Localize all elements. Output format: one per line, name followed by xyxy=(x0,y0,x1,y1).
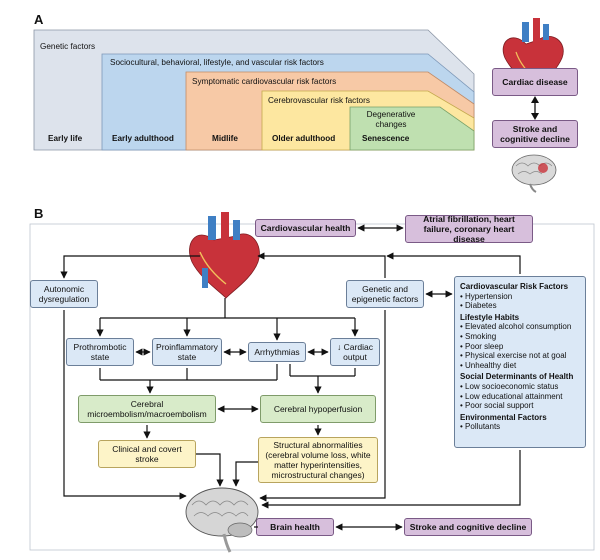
arrhythmias-box: Arrhythmias xyxy=(248,342,306,362)
risk-item: Hypertension xyxy=(460,292,580,302)
risk-item: Poor social support xyxy=(460,401,580,411)
stroke-cognitive-box-a: Stroke and cognitive decline xyxy=(492,120,578,148)
risk-item: Elevated alcohol consumption xyxy=(460,322,580,332)
clinical-stroke-box: Clinical and covert stroke xyxy=(98,440,196,468)
cardiac-disease-box: Cardiac disease xyxy=(492,68,578,96)
cardiac-output-box: ↓ Cardiac output xyxy=(330,338,380,366)
stage-early-life: Early life xyxy=(48,134,83,143)
risk-heading-social: Social Determinants of Health xyxy=(460,372,574,382)
risk-item: Smoking xyxy=(460,332,580,342)
stage-early-adulthood: Early adulthood xyxy=(112,134,174,143)
genetic-box: Genetic and epigenetic factors xyxy=(346,280,424,308)
stage-midlife: Midlife xyxy=(212,134,238,143)
band-early-adulthood-title: Sociocultural, behavioral, lifestyle, an… xyxy=(110,58,324,67)
band-older-adulthood-title: Cerebrovascular risk factors xyxy=(268,96,370,105)
stage-older-adulthood: Older adulthood xyxy=(272,134,336,143)
panel-a-label: A xyxy=(34,12,44,27)
af-hf-chd-box: Atrial fibrillation, heart failure, coro… xyxy=(405,214,533,244)
band-senescence xyxy=(349,106,475,151)
band-midlife-title: Symptomatic cardiovascular risk factors xyxy=(192,77,337,86)
cardiovascular-health-box: Cardiovascular health xyxy=(255,219,356,237)
risk-item: Poor sleep xyxy=(460,342,580,352)
risk-item: Physical exercise not at goal xyxy=(460,351,580,361)
proinflammatory-box: Proinflammatory state xyxy=(152,338,222,366)
autonomic-box: Autonomic dysregulation xyxy=(30,280,98,308)
risk-item: Diabetes xyxy=(460,301,580,311)
risk-heading-lifestyle: Lifestyle Habits xyxy=(460,312,520,322)
hypoperfusion-box: Cerebral hypoperfusion xyxy=(260,395,376,423)
risk-item: Pollutants xyxy=(460,422,580,432)
risk-heading-environmental: Environmental Factors xyxy=(460,412,547,422)
risk-item: Unhealthy diet xyxy=(460,361,580,371)
panel-b-label: B xyxy=(34,206,44,221)
risk-heading-cardiovascular: Cardiovascular Risk Factors xyxy=(460,282,569,291)
stroke-cognitive-box-b: Stroke and cognitive decline xyxy=(404,518,532,536)
structural-box: Structural abnormalities (cerebral volum… xyxy=(258,437,378,483)
risk-item: Low educational attainment xyxy=(460,392,580,402)
band-senescence-title: Degenerative changes xyxy=(366,110,416,129)
band-early-life-title: Genetic factors xyxy=(40,42,96,51)
risk-item: Low socioeconomic status xyxy=(460,382,580,392)
prothrombotic-box: Prothrombotic state xyxy=(66,338,134,366)
risk-factors-box: Cardiovascular Risk Factors Hypertension… xyxy=(454,276,586,448)
stage-senescence: Senescence xyxy=(362,134,410,143)
microembolism-box: Cerebral microembolism/macroembolism xyxy=(78,395,216,423)
